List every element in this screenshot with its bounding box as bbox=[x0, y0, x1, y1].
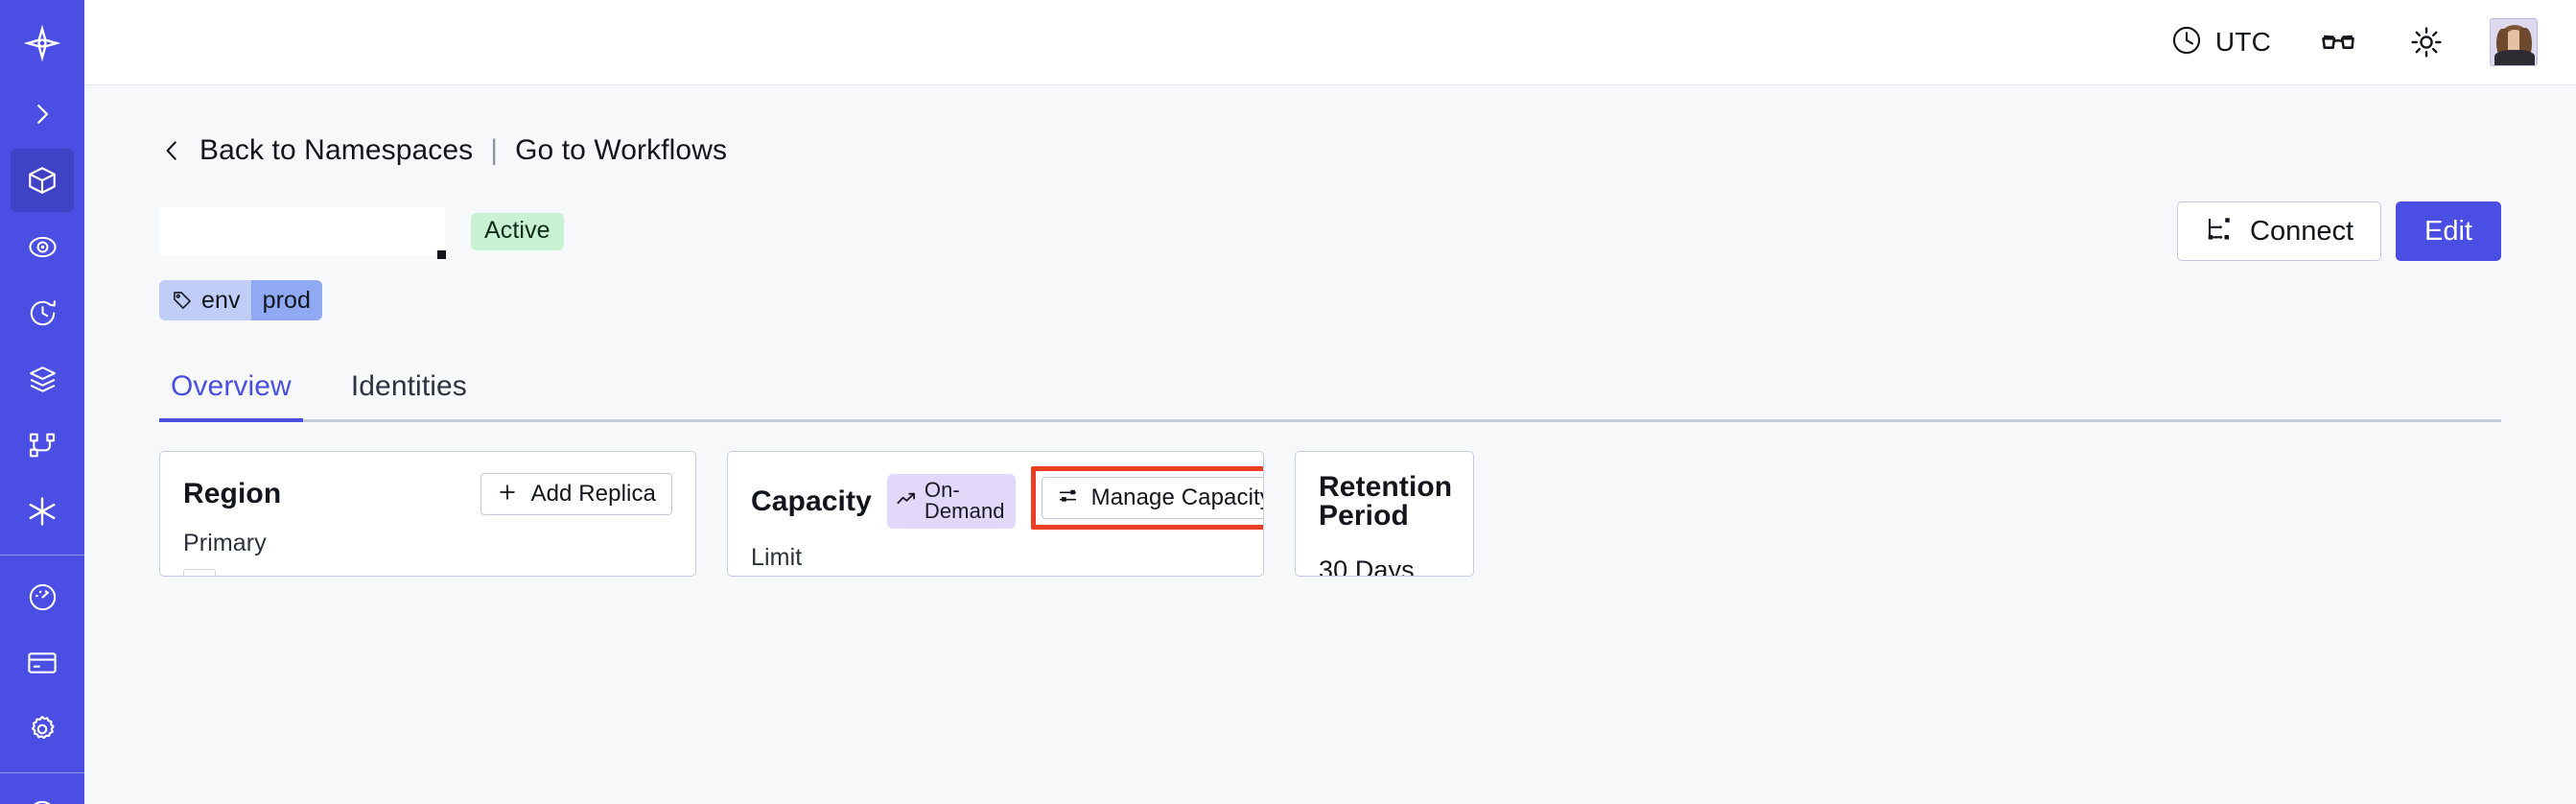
connect-workflow-icon bbox=[2205, 214, 2234, 248]
top-bar: UTC bbox=[84, 0, 2576, 85]
status-badge: Active bbox=[471, 212, 564, 250]
page-content: Back to Namespaces | Go to Workflows Act… bbox=[84, 85, 2576, 804]
retention-card-header: Retention Period bbox=[1319, 471, 1453, 532]
clock-icon bbox=[2170, 24, 2203, 61]
manage-capacity-label: Manage Capacity bbox=[1090, 485, 1264, 510]
help-circle-icon bbox=[26, 798, 59, 804]
sidebar-item-settings[interactable] bbox=[11, 698, 74, 761]
connect-button-label: Connect bbox=[2250, 215, 2354, 247]
tag-key: env bbox=[201, 286, 241, 314]
sidebar-item-help[interactable] bbox=[11, 783, 74, 804]
breadcrumb-workflows-link[interactable]: Go to Workflows bbox=[515, 134, 728, 166]
connect-button[interactable]: Connect bbox=[2177, 201, 2382, 261]
page-title bbox=[159, 207, 445, 255]
retention-value: 30 Days bbox=[1319, 556, 1415, 577]
asterisk-icon bbox=[25, 494, 59, 529]
namespace-tag-chip[interactable]: env prod bbox=[159, 280, 323, 320]
sidebar-item-usage[interactable] bbox=[11, 565, 74, 628]
edit-button-label: Edit bbox=[2424, 215, 2472, 247]
tag-icon bbox=[159, 280, 201, 320]
namespace-header: Active bbox=[159, 201, 2501, 261]
region-value-row: aws us-east-1 bbox=[183, 569, 672, 576]
plus-icon bbox=[497, 482, 518, 508]
breadcrumb: Back to Namespaces | Go to Workflows bbox=[159, 134, 2501, 167]
sidebar-item-history[interactable] bbox=[11, 281, 74, 344]
breadcrumb-back-link[interactable]: Back to Namespaces bbox=[199, 134, 474, 166]
region-card-action: Add Replica bbox=[480, 473, 672, 515]
avatar[interactable] bbox=[2490, 18, 2538, 66]
tag-value: prod bbox=[250, 280, 323, 320]
sidebar-item-observability[interactable] bbox=[11, 215, 74, 278]
retention-card: Retention Period 30 Days bbox=[1295, 451, 1474, 577]
region-card: Region Add Replica bbox=[159, 451, 696, 577]
sidebar-divider-2 bbox=[0, 772, 84, 773]
manage-capacity-highlight: Manage Capacity bbox=[1030, 466, 1264, 530]
overview-cards: Region Add Replica bbox=[159, 451, 2501, 577]
sidebar-item-schedules[interactable] bbox=[11, 347, 74, 411]
sidebar-item-workflows[interactable] bbox=[11, 414, 74, 477]
sidebar-item-logo[interactable] bbox=[11, 10, 74, 77]
eye-icon bbox=[27, 231, 59, 263]
tab-overview[interactable]: Overview bbox=[159, 370, 303, 422]
timezone-label: UTC bbox=[2214, 27, 2271, 57]
edit-button[interactable]: Edit bbox=[2396, 201, 2501, 261]
gauge-icon bbox=[27, 581, 59, 613]
on-demand-badge-label: On-Demand bbox=[924, 478, 1005, 523]
main-column: UTC bbox=[84, 0, 2576, 804]
tag-row: env prod bbox=[159, 280, 2501, 320]
capacity-card: Capacity On-Demand bbox=[727, 451, 1264, 577]
timezone-selector[interactable]: UTC bbox=[2170, 24, 2271, 61]
add-replica-button[interactable]: Add Replica bbox=[480, 473, 672, 515]
avatar-body bbox=[2494, 50, 2535, 65]
credit-card-icon bbox=[26, 647, 59, 679]
header-actions: Connect Edit bbox=[2177, 201, 2501, 261]
cube-icon bbox=[26, 164, 59, 197]
sidebar-item-billing[interactable] bbox=[11, 631, 74, 695]
chevron-right-icon bbox=[28, 100, 57, 129]
trending-up-icon bbox=[896, 488, 917, 513]
sidebar-divider-1 bbox=[0, 555, 84, 556]
sidebar-item-integrations[interactable] bbox=[11, 480, 74, 543]
manage-capacity-button[interactable]: Manage Capacity bbox=[1041, 477, 1264, 519]
capacity-limit-label: Limit bbox=[751, 544, 803, 571]
glasses-icon[interactable] bbox=[2313, 17, 2363, 67]
primary-sidebar bbox=[0, 0, 84, 804]
sliders-icon bbox=[1058, 485, 1079, 511]
chevron-left-icon[interactable] bbox=[159, 136, 184, 165]
region-card-title: Region bbox=[183, 478, 282, 509]
region-value: us-east-1 bbox=[227, 572, 336, 576]
capacity-card-header: Capacity On-Demand bbox=[751, 466, 1263, 530]
temporal-logo-icon bbox=[24, 25, 60, 61]
region-card-header: Region Add Replica bbox=[183, 473, 672, 515]
layers-icon bbox=[27, 364, 59, 395]
retention-card-title: Retention Period bbox=[1319, 471, 1453, 532]
title-period-mark bbox=[437, 250, 446, 259]
add-replica-label: Add Replica bbox=[530, 481, 656, 507]
capacity-card-title: Capacity bbox=[751, 485, 872, 517]
region-primary-label: Primary bbox=[183, 530, 267, 556]
clock-rewind-icon bbox=[27, 297, 59, 329]
tab-bar: Overview Identities bbox=[159, 370, 2501, 422]
breadcrumb-separator: | bbox=[490, 134, 499, 166]
sun-icon[interactable] bbox=[2401, 17, 2451, 67]
tab-identities[interactable]: Identities bbox=[350, 370, 467, 402]
workflow-nodes-icon bbox=[27, 430, 58, 461]
on-demand-badge: On-Demand bbox=[886, 474, 1016, 529]
gear-icon bbox=[26, 713, 59, 745]
aws-logo-icon: aws bbox=[183, 569, 216, 576]
sidebar-item-expand[interactable] bbox=[11, 83, 74, 146]
sidebar-item-namespaces[interactable] bbox=[11, 149, 74, 212]
